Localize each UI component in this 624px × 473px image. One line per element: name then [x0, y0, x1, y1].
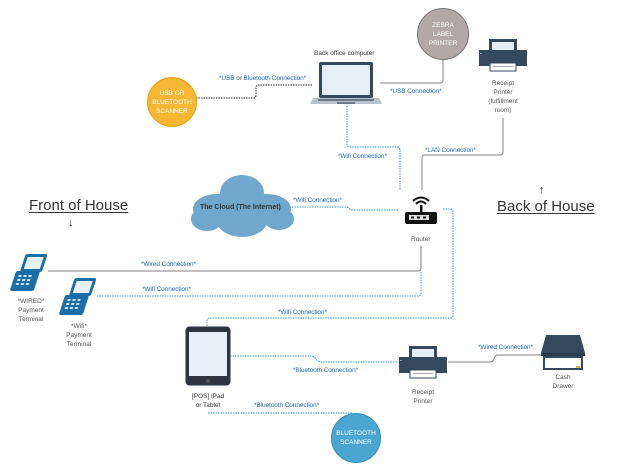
line-printer-to-cash-drawer: [448, 354, 541, 363]
router-icon: [405, 196, 437, 224]
front-of-house-heading: Front of House: [29, 197, 129, 214]
line-ipad-to-receipt-printer: [230, 355, 398, 363]
label-wired-terminal-connection: *Wired Connection*: [141, 261, 196, 268]
label-printer-drawer-wired-connection: *Wired Connection*: [478, 344, 533, 351]
line-scanner-to-computer: [196, 84, 312, 99]
label-wifi-terminal-connection: *Wifi Connection*: [142, 286, 191, 293]
ipad-tablet-icon: [185, 326, 231, 386]
line-computer-to-router: [346, 106, 401, 190]
receipt-printer-icon: [399, 346, 447, 379]
label-computer-wifi-connection: *Wifi Connection*: [338, 153, 387, 160]
label-cloud-wifi-connection: *Wifi Connection*: [293, 197, 342, 204]
up-arrow-icon: ↑: [539, 184, 545, 196]
label-lan-connection: *LAN Connection*: [425, 147, 476, 154]
laptop-icon: [310, 62, 382, 104]
router-label: Router: [411, 236, 431, 243]
line-wired-terminal-to-router: [48, 246, 422, 272]
line-ipad-to-router: [206, 208, 454, 326]
label-ipad-wifi-connection: *Wifi Connection*: [278, 309, 327, 316]
line-cloud-to-router: [292, 206, 398, 211]
down-arrow-icon: ↓: [68, 217, 74, 229]
cloud-label: The Cloud (The Internet): [200, 204, 281, 211]
back-of-house-heading: Back of House: [497, 198, 595, 215]
line-wifi-terminal-to-router: [97, 272, 422, 297]
cash-drawer-icon: [541, 335, 585, 370]
label-ipad-printer-bluetooth-connection: *Bluetooth Connection*: [293, 367, 359, 374]
receipt-printer-fulfillment-icon: [479, 39, 527, 72]
label-usb-connection: *USB Connection*: [390, 88, 442, 95]
line-router-to-fulfillment-printer: [421, 118, 504, 190]
wifi-payment-terminal-icon: [59, 278, 97, 315]
wired-payment-terminal-icon: [10, 254, 48, 291]
line-computer-to-zebra: [380, 60, 444, 84]
cloud-icon: [191, 175, 294, 237]
label-ipad-scanner-bluetooth-connection: *Bluetooth Connection*: [254, 402, 320, 409]
label-usb-or-bluetooth-connection: *USB or Bluetooth Connection*: [219, 75, 307, 82]
back-office-computer-label: Back office computer: [314, 50, 375, 57]
